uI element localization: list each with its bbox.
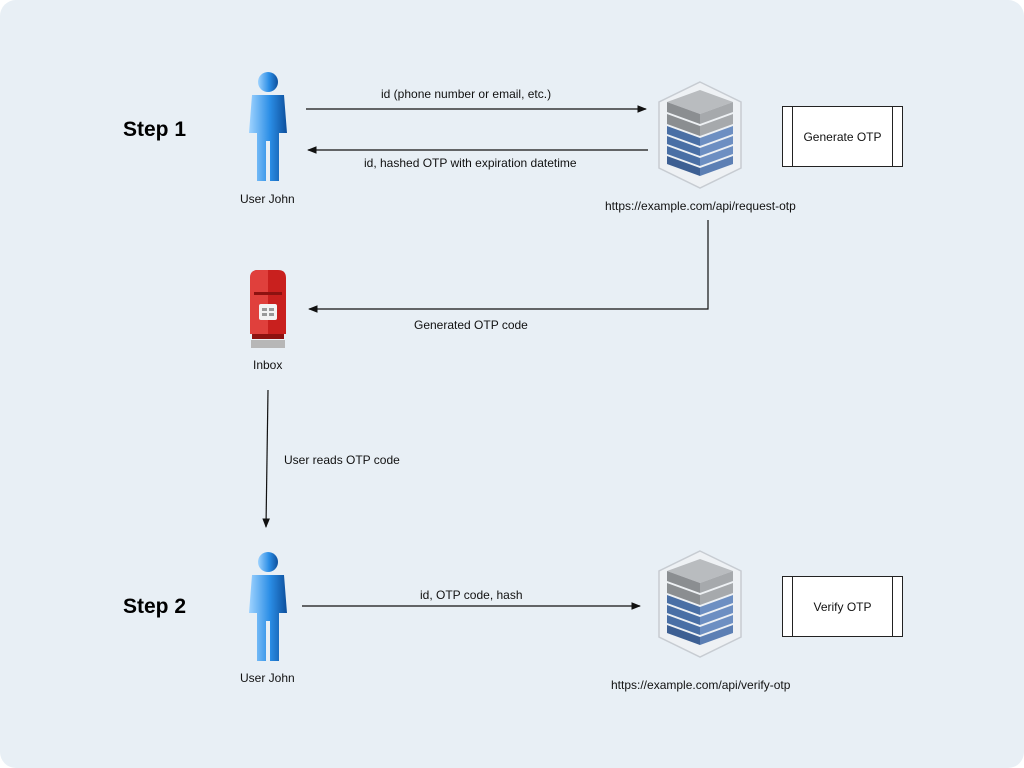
step-1-label: Step 1 [123, 118, 187, 141]
edge-otp-code-label: Generated OTP code [414, 318, 528, 332]
server-verify-url: https://example.com/api/verify-otp [611, 678, 791, 692]
edge-otp-code-arrow [308, 220, 709, 313]
verify-otp-label: Verify OTP [813, 599, 872, 614]
process-left-bar [792, 577, 793, 636]
user-john-2-label: User John [240, 671, 295, 685]
generate-otp-process: Generate OTP [782, 106, 903, 167]
inbox-label: Inbox [253, 358, 283, 372]
mailbox-icon [250, 270, 286, 348]
process-right-bar [892, 577, 893, 636]
user-icon [249, 72, 287, 181]
edge-user-reads-arrow [262, 389, 270, 528]
edge-request-label: id (phone number or email, etc.) [381, 87, 552, 101]
verify-otp-process: Verify OTP [782, 576, 903, 637]
process-right-bar [892, 107, 893, 166]
edge-verify-label: id, OTP code, hash [420, 588, 523, 602]
user-john-1-label: User John [240, 192, 295, 206]
server-icon [658, 81, 742, 189]
step-2-label: Step 2 [123, 595, 187, 618]
edge-user-reads-label: User reads OTP code [284, 453, 400, 467]
server-icon [658, 550, 742, 658]
user-icon [249, 552, 287, 661]
edge-response-label: id, hashed OTP with expiration datetime [364, 156, 577, 170]
generate-otp-label: Generate OTP [803, 129, 882, 144]
process-left-bar [792, 107, 793, 166]
server-request-url: https://example.com/api/request-otp [605, 199, 796, 213]
